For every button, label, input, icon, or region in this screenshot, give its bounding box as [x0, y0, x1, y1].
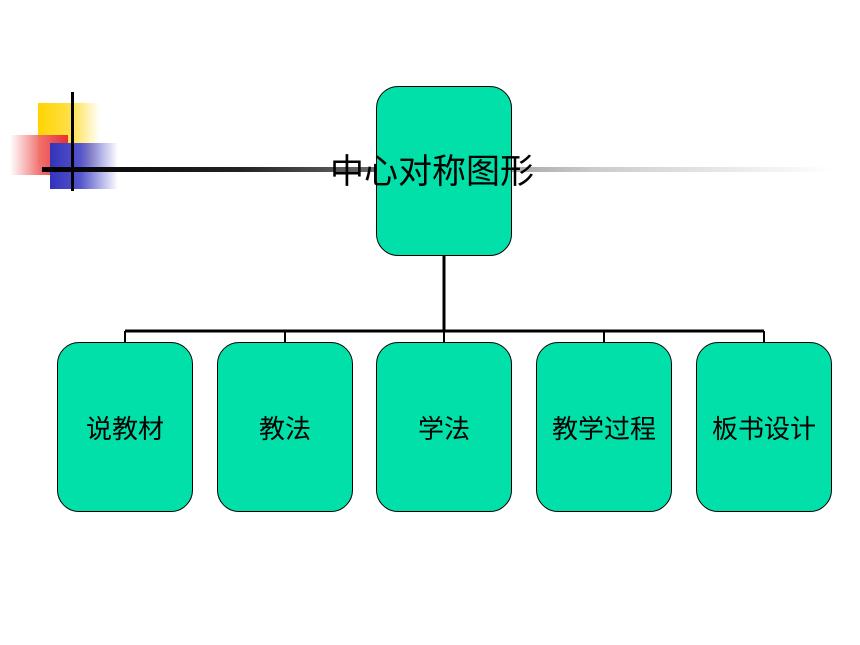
child-node-jiaoxueguocheng: 教学过程 [536, 342, 672, 512]
decor-vertical-line [71, 92, 74, 191]
root-node-label: 中心对称图形 [330, 152, 534, 192]
child-node-shuojiaocai: 说教材 [57, 342, 193, 512]
child-node-jiaofa: 教法 [217, 342, 353, 512]
child-node-banshusheji: 板书设计 [696, 342, 832, 512]
decor-blue-square [50, 143, 118, 189]
child-node-xuefa: 学法 [376, 342, 512, 512]
root-node [376, 86, 512, 256]
